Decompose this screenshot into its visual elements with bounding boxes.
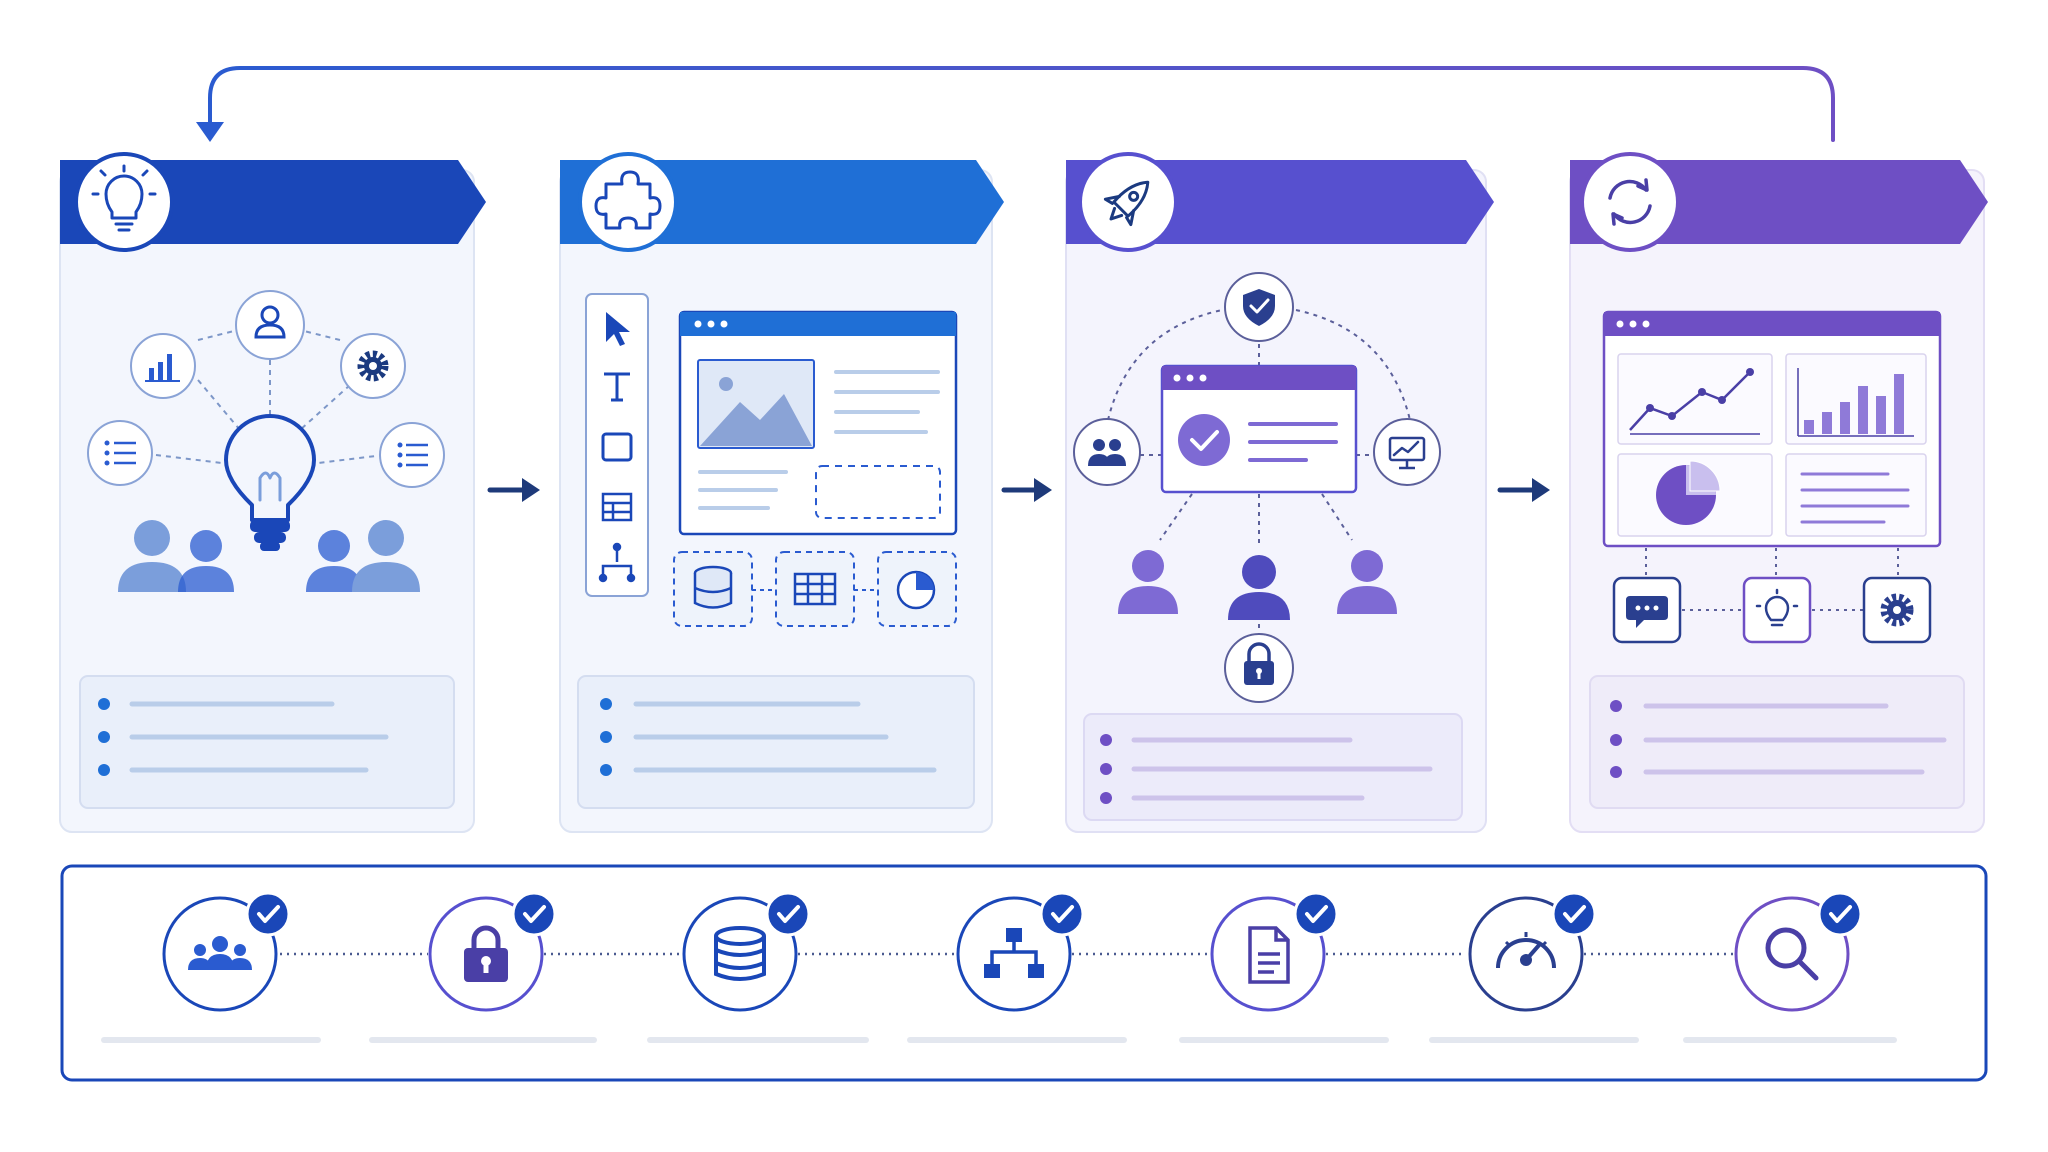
person-icon xyxy=(1228,555,1290,620)
verified-check-icon xyxy=(511,891,557,937)
person-icon xyxy=(1118,550,1178,614)
person-icon xyxy=(1337,550,1397,614)
speedometer-icon xyxy=(1468,896,1584,1012)
bullet-card xyxy=(1083,713,1463,821)
shield-check-icon xyxy=(1224,272,1294,342)
verified-check-icon xyxy=(245,891,291,937)
chat-icon xyxy=(1612,576,1682,644)
text-tool-icon xyxy=(604,372,630,402)
team-icon xyxy=(162,896,278,1012)
arrow-right-icon xyxy=(1001,478,1052,502)
bullet-card xyxy=(577,675,975,809)
puzzle-icon xyxy=(594,170,662,230)
database-icon xyxy=(673,551,753,627)
builder-window xyxy=(678,310,958,536)
stage-build xyxy=(559,152,1004,833)
verified-check-icon xyxy=(1293,891,1339,937)
verified-check-icon xyxy=(765,891,811,937)
table-tool-icon xyxy=(601,492,633,522)
pie-chart-tile xyxy=(1617,453,1773,537)
bar-chart-icon xyxy=(130,333,196,399)
rocket-icon xyxy=(1103,180,1150,227)
stage-iterate xyxy=(1569,152,1988,833)
lightbulb-icon xyxy=(1742,576,1812,644)
verified-check-icon xyxy=(1551,891,1597,937)
gear-icon xyxy=(1862,576,1932,644)
arrow-right-icon xyxy=(487,478,540,502)
list-icon xyxy=(87,420,153,486)
pie-chart-icon xyxy=(877,551,957,627)
grid-table-icon xyxy=(775,551,855,627)
rectangle-tool-icon xyxy=(601,432,633,462)
stage-ideation xyxy=(59,152,486,833)
lock-icon xyxy=(1224,633,1294,703)
line-chart-tile xyxy=(1617,353,1773,445)
hierarchy-icon xyxy=(956,896,1072,1012)
check-circle-icon xyxy=(1178,414,1230,466)
arrow-right-icon xyxy=(1497,478,1550,502)
lock-icon xyxy=(428,896,544,1012)
branch-tool-icon xyxy=(598,542,636,583)
gear-icon xyxy=(340,333,406,399)
image-placeholder-icon xyxy=(697,359,815,449)
bullet-card xyxy=(79,675,455,809)
dashboard-window xyxy=(1602,310,1942,548)
verified-check-icon xyxy=(1817,891,1863,937)
stage-launch xyxy=(1065,152,1494,833)
text-tile xyxy=(1785,453,1927,537)
cursor-icon xyxy=(606,312,630,346)
people-group-icon xyxy=(118,520,234,592)
document-icon xyxy=(1210,896,1326,1012)
lightbulb-icon xyxy=(224,414,316,551)
tool-palette xyxy=(585,293,649,597)
verified-check-icon xyxy=(1039,891,1085,937)
database-icon xyxy=(682,896,798,1012)
users-icon xyxy=(1073,418,1141,486)
bar-chart-tile xyxy=(1785,353,1927,445)
list-icon xyxy=(379,422,445,488)
refresh-cycle-icon xyxy=(1608,178,1652,226)
loop-arrow xyxy=(196,66,1835,142)
user-icon xyxy=(235,290,305,360)
monitor-chart-icon xyxy=(1373,418,1441,486)
people-group-icon xyxy=(306,520,420,592)
search-icon xyxy=(1734,896,1850,1012)
lightbulb-icon xyxy=(91,164,157,232)
bullet-card xyxy=(1589,675,1965,809)
status-window xyxy=(1160,364,1358,494)
